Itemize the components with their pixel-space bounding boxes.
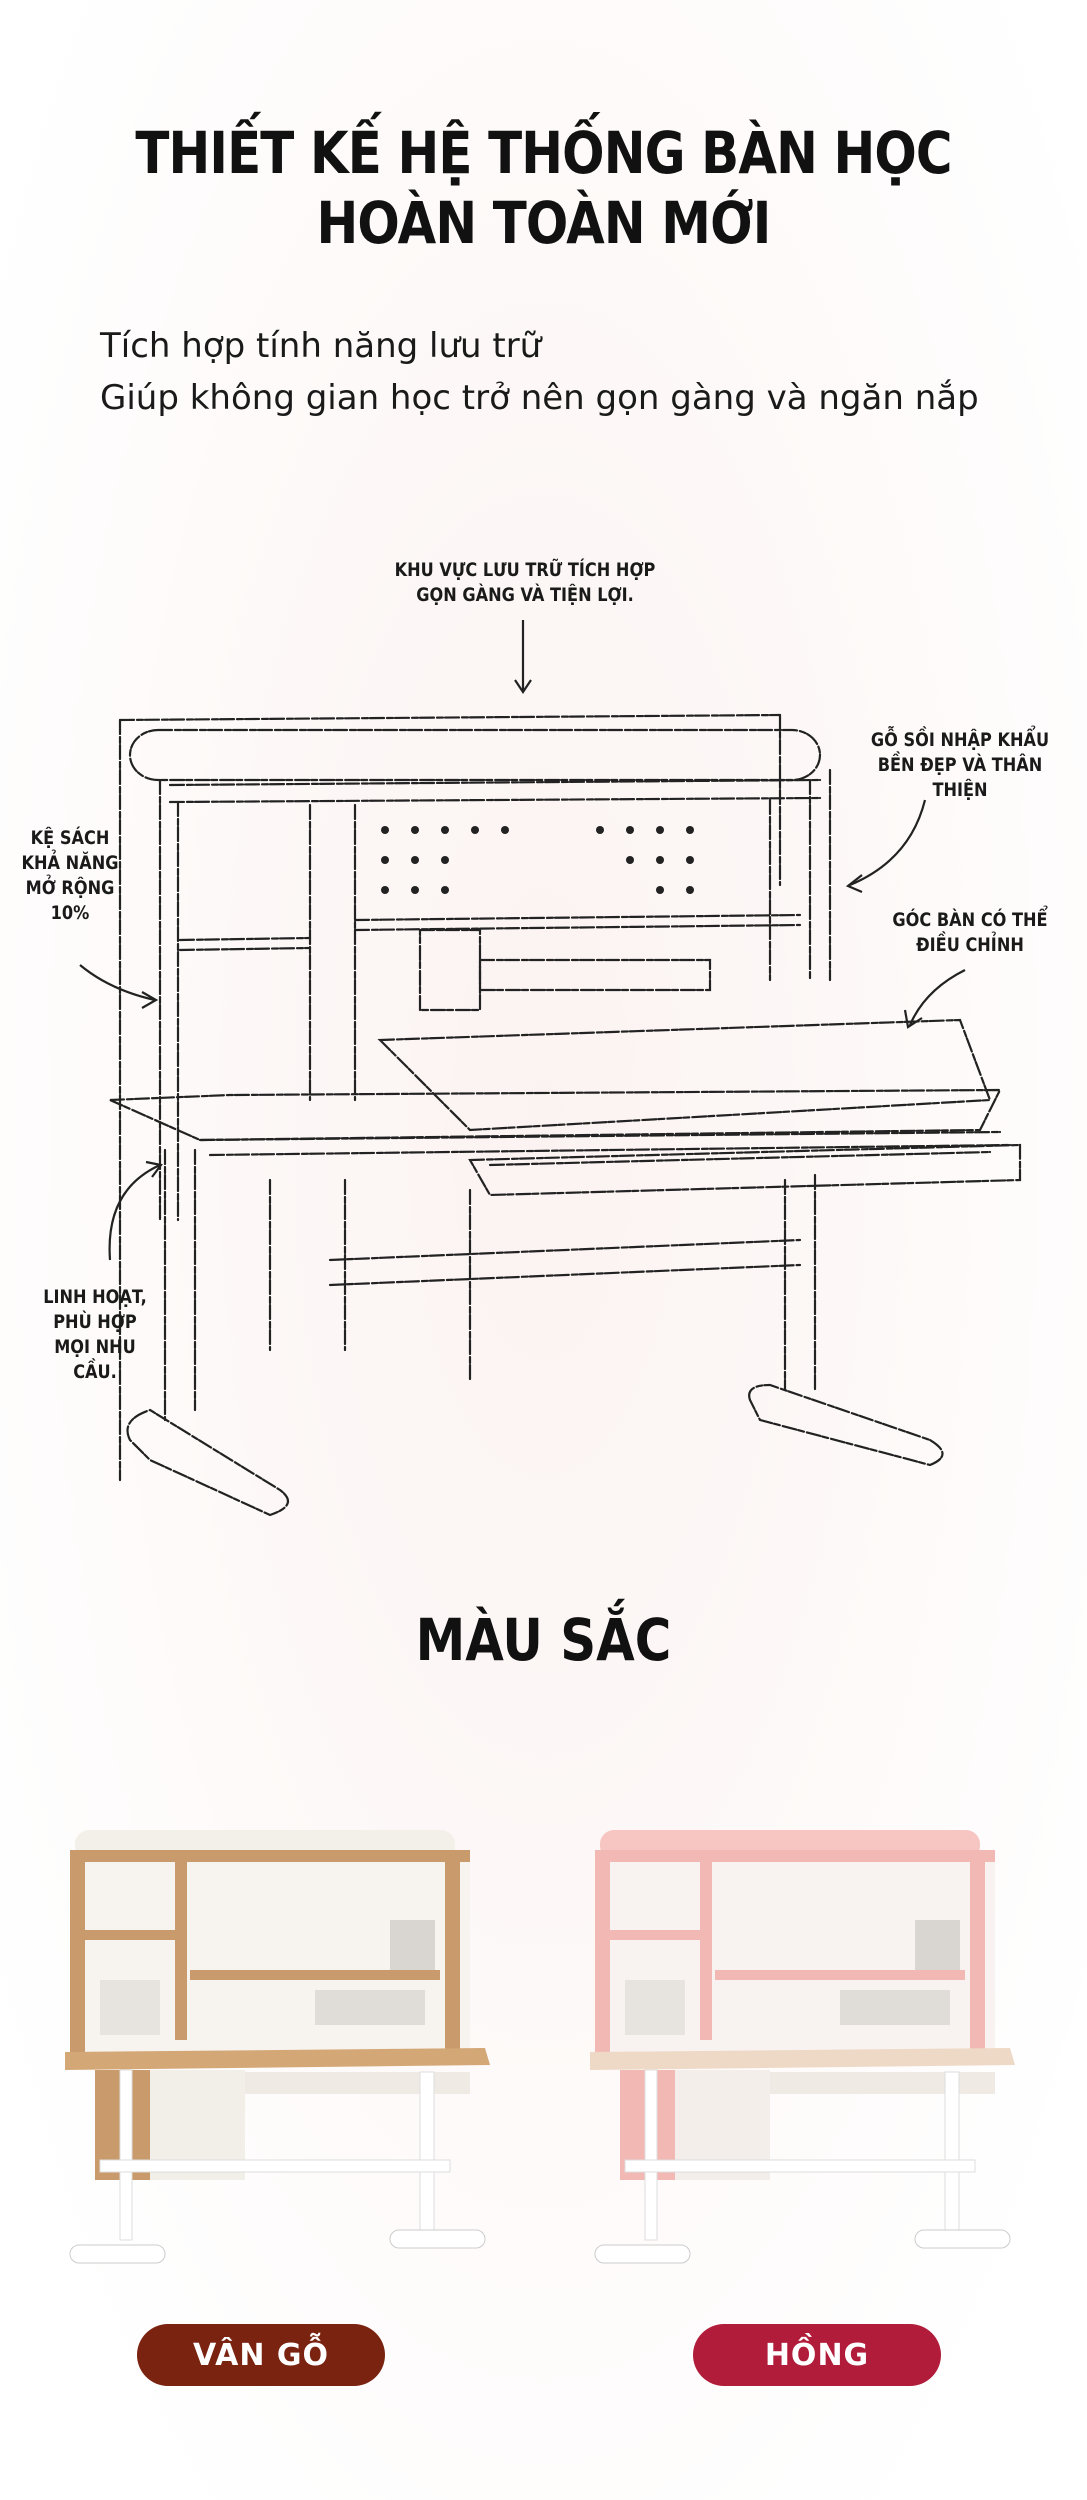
title-line-1: THIẾT KẾ HỆ THỐNG BÀN HỌC — [135, 119, 952, 187]
annotation-storage: KHU VỰC LƯU TRỮ TÍCH HỢP GỌN GÀNG VÀ TIỆ… — [394, 559, 656, 606]
title-line-2: HOÀN TOÀN MỚI — [316, 189, 772, 257]
annotation-flexible: LINH HOẠT, PHÙ HỢP MỌI NHU CẦU. — [43, 1286, 147, 1383]
colors-section-title: MÀU SẮC — [415, 1606, 672, 1674]
page-title: THIẾT KẾ HỆ THỐNG BÀN HỌC HOÀN TOÀN MỚI — [76, 118, 1011, 258]
desk-pink-image — [590, 1830, 1015, 2264]
annotation-shelf: KỆ SÁCH KHẢ NĂNG MỞ RỘNG 10% — [21, 827, 119, 924]
desk-wood-image — [65, 1830, 490, 2264]
annotation-angle: GÓC BÀN CÓ THỂ ĐIỀU CHỈNH — [892, 909, 1048, 956]
subtitle-line-2: Giúp không gian học trở nên gọn gàng và … — [100, 378, 979, 418]
color-option-wood-button[interactable]: VÂN GỖ — [137, 2324, 385, 2386]
color-option-pink-button[interactable]: HỒNG — [693, 2324, 941, 2386]
subtitle-line-1: Tích hợp tính năng lưu trữ — [100, 326, 542, 366]
annotation-wood: GỖ SỒI NHẬP KHẨU BỀN ĐẸP VÀ THÂN THIỆN — [870, 729, 1050, 801]
subtitle: Tích hợp tính năng lưu trữ Giúp không gi… — [100, 320, 979, 424]
desk-sketch-illustration — [79, 620, 1022, 1517]
